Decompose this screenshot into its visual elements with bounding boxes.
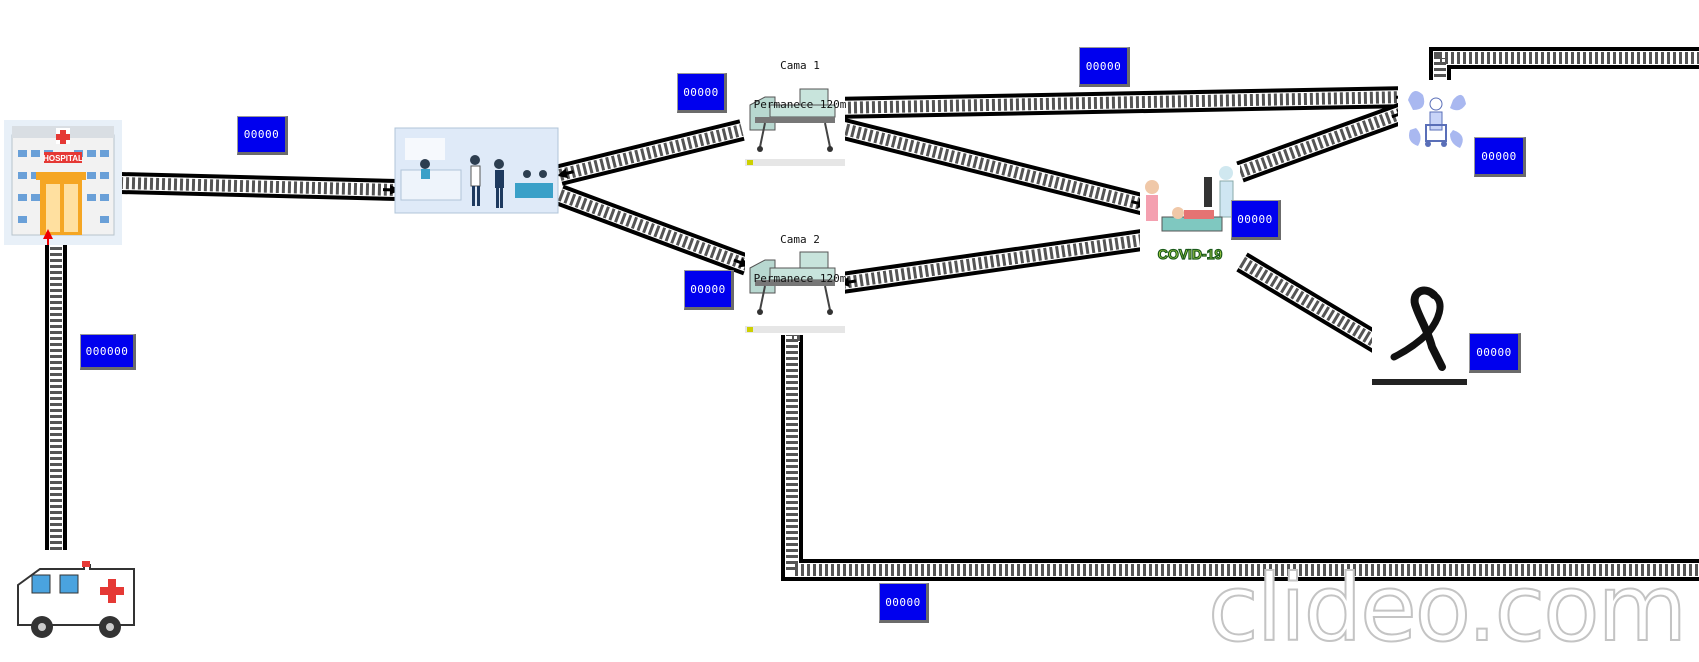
track-hospital-to-reception (120, 183, 397, 190)
counter-hospital-to-reception: 00000 (237, 116, 288, 155)
track-covid-to-deceased (1242, 262, 1392, 352)
reception-icon (395, 128, 558, 213)
bed1-label: Cama 1 Permanece 120m (745, 33, 855, 124)
covid-sign: COVID-19 (1158, 246, 1223, 262)
counter-deceased: 00000 (1469, 333, 1521, 373)
track-reception-to-bed1 (560, 130, 742, 175)
track-covid-to-discharge (1240, 112, 1405, 172)
bed1-title: Cama 1 (745, 59, 855, 72)
counter-bed1-to-icu: 00000 (1079, 47, 1130, 87)
hospital-icon: HOSPITAL (4, 120, 122, 245)
covid-patient-icon: COVID-19 (1140, 165, 1240, 265)
watermark: clideo.com (1208, 555, 1685, 662)
ambulance-icon (18, 561, 134, 638)
track-bed1-to-discharge (830, 97, 1410, 108)
track-bed2-loop (792, 335, 1699, 570)
bed2-stay: Permanece 120m (745, 272, 855, 285)
counter-bed2-return: 00000 (879, 583, 929, 623)
discharge-icon (1398, 80, 1473, 155)
track-reception-to-bed2 (560, 195, 747, 265)
counter-ambulance-queue: 000000 (80, 334, 136, 370)
mourning-ribbon-icon (1372, 285, 1467, 385)
counter-to-bed1: 00000 (677, 73, 727, 113)
counter-discharge: 00000 (1474, 137, 1526, 177)
counter-covid-ward: 00000 (1231, 200, 1281, 240)
track-covid-to-bed2 (842, 240, 1142, 283)
bed2-label: Cama 2 Permanece 120m (745, 207, 855, 298)
bed1-stay: Permanece 120m (745, 98, 855, 111)
bed2-title: Cama 2 (745, 233, 855, 246)
hospital-sign: HOSPITAL (43, 154, 83, 163)
counter-to-bed2: 00000 (684, 270, 734, 310)
track-bed1-to-covid (840, 128, 1145, 205)
track-discharge-exit (1440, 58, 1699, 95)
